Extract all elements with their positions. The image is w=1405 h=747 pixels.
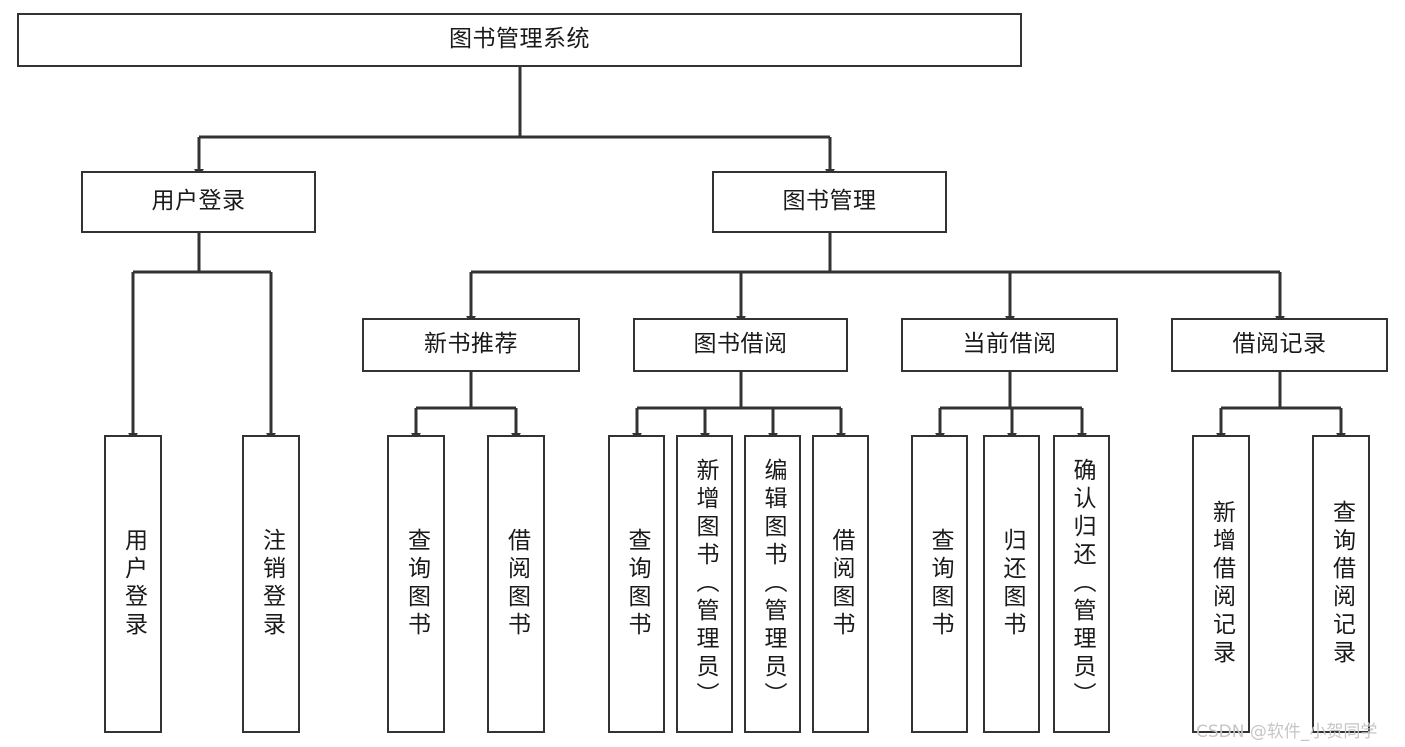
node-label: 借阅记录 — [1232, 331, 1327, 358]
node-user-login[interactable]: 用户登录 — [81, 171, 316, 233]
node-label: 用户登录 — [120, 528, 147, 640]
node-leaf-query-borrow-record[interactable]: 查询借阅记录 — [1312, 435, 1370, 733]
node-current-borrow[interactable]: 当前借阅 — [901, 318, 1118, 372]
node-label: 图书借阅 — [693, 331, 788, 358]
node-book-borrow[interactable]: 图书借阅 — [633, 318, 848, 372]
node-leaf-query-book-3[interactable]: 查询图书 — [911, 435, 968, 733]
edge-paths — [128, 67, 1346, 442]
node-label: 归还图书 — [999, 528, 1025, 640]
node-leaf-borrow-book-2[interactable]: 借阅图书 — [812, 435, 869, 733]
node-label: 查询借阅记录 — [1328, 500, 1355, 668]
node-leaf-query-book-2[interactable]: 查询图书 — [608, 435, 665, 733]
node-label: 查询图书 — [624, 528, 650, 640]
node-label: 图书管理系统 — [449, 26, 590, 53]
node-leaf-query-book-1[interactable]: 查询图书 — [387, 435, 445, 733]
node-label: 用户登录 — [151, 188, 246, 215]
node-leaf-borrow-book-1[interactable]: 借阅图书 — [487, 435, 545, 733]
node-book-management[interactable]: 图书管理 — [712, 171, 947, 233]
node-leaf-user-login[interactable]: 用户登录 — [104, 435, 162, 733]
node-label: 图书管理 — [782, 188, 877, 215]
node-label: 新书推荐 — [424, 331, 518, 358]
node-label: 新增借阅记录 — [1208, 500, 1235, 668]
node-label: 当前借阅 — [962, 331, 1057, 358]
node-leaf-add-book-admin[interactable]: 新增图书（管理员） — [676, 435, 733, 733]
node-label: 查询图书 — [927, 528, 953, 640]
node-label: 注销登录 — [258, 528, 285, 640]
node-borrow-record[interactable]: 借阅记录 — [1171, 318, 1388, 372]
node-root[interactable]: 图书管理系统 — [17, 13, 1022, 67]
node-label: 新增图书（管理员） — [692, 458, 718, 710]
node-leaf-return-book[interactable]: 归还图书 — [983, 435, 1040, 733]
node-new-book-recommend[interactable]: 新书推荐 — [362, 318, 580, 372]
node-label: 确认归还（管理员） — [1069, 458, 1095, 710]
node-leaf-add-borrow-record[interactable]: 新增借阅记录 — [1192, 435, 1250, 733]
node-leaf-logout[interactable]: 注销登录 — [242, 435, 300, 733]
node-leaf-confirm-return-admin[interactable]: 确认归还（管理员） — [1053, 435, 1110, 733]
node-label: 借阅图书 — [503, 528, 530, 640]
node-label: 编辑图书（管理员） — [760, 458, 786, 710]
node-label: 借阅图书 — [828, 528, 854, 640]
node-label: 查询图书 — [403, 528, 430, 640]
node-leaf-edit-book-admin[interactable]: 编辑图书（管理员） — [744, 435, 801, 733]
